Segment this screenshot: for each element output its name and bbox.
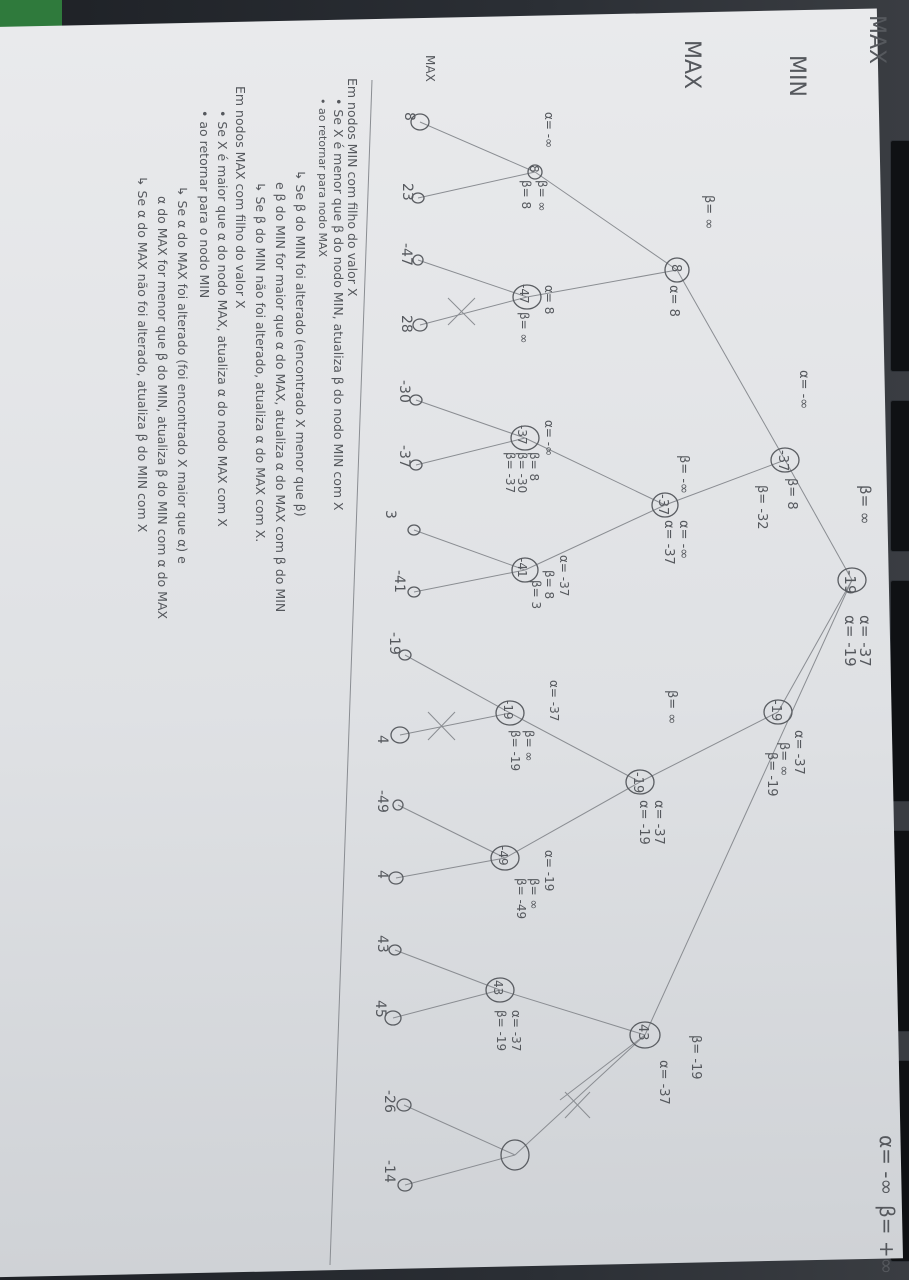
max-node-beta: β= ∞ [664, 690, 679, 724]
min2-node-value: -37 [515, 425, 529, 445]
leaf-value: 23 [399, 183, 415, 201]
min2-node-value: -41 [515, 558, 529, 578]
max-node-beta: β= ∞ [701, 195, 716, 229]
leaf-value: 4 [374, 870, 390, 879]
note-line: ↳ Se α do MAX foi alterado (foi encontra… [175, 186, 190, 564]
max-node-value: 8 [668, 264, 683, 272]
note-line: • Se X é maior que α do nodo MAX, atuali… [215, 110, 230, 527]
min-node-beta-updated: β= -19 [764, 752, 779, 797]
root-alpha: α= -37 [856, 615, 874, 667]
min2-node-beta-updated: β= -19 [508, 730, 522, 771]
note-line: Em nodos MIN com filho do valor X [345, 78, 360, 297]
level-label-max-top: MAX [864, 15, 889, 64]
leaf-value: -19 [386, 632, 402, 655]
min-node-beta: β= ∞ [776, 742, 791, 776]
min2-node-alpha: α= -37 [547, 680, 561, 721]
min2-node-beta: β= ∞ [517, 312, 531, 344]
leaf-value: 3 [382, 510, 398, 519]
min-node-beta: β= -19 [688, 1035, 703, 1080]
root-beta-initial: β= +∞ [875, 1205, 899, 1274]
leaf-value: 8 [401, 112, 417, 121]
level-label-max-leaves: MAX [423, 55, 437, 82]
level-label-max: MAX [679, 40, 704, 89]
level-label-min: MIN [784, 55, 809, 97]
note-line: e β do MIN for maior que α do MAX, atual… [273, 182, 288, 612]
min2-node-beta-updated: β= 8 [519, 180, 533, 209]
root-beta: β= ∞ [856, 485, 874, 524]
leaf-value: -37 [396, 445, 412, 468]
note-line: ↳ Se α do MAX não foi alterado, atualiza… [135, 176, 150, 533]
note-line: • Se X é menor que β do nodo MIN, atuali… [331, 98, 346, 511]
min-node-alpha: α= -37 [656, 1060, 671, 1105]
leaf-value: -49 [374, 790, 390, 813]
keyboard-key [890, 400, 909, 552]
leaf-value: 45 [372, 1000, 388, 1018]
min-node-value: -37 [775, 450, 790, 471]
min-node-beta-updated: β= -32 [754, 485, 769, 530]
max-node-alpha-updated: α= -19 [636, 800, 651, 845]
root-value: -19 [841, 570, 859, 595]
min2-node-alpha: α= -∞ [542, 112, 556, 148]
max-node-value: -19 [630, 772, 645, 793]
leaf-value: -30 [396, 380, 412, 403]
root-alpha-initial: α= -∞ [875, 1135, 899, 1195]
min2-node-beta: β= ∞ [527, 878, 541, 910]
note-line: • ao retornar para nodo MAX [316, 98, 329, 258]
min2-node-beta: β= ∞ [522, 730, 536, 762]
min2-node-beta: β= 8 [527, 452, 541, 481]
note-line: ↳ Se β do MIN foi alterado (encontrado X… [293, 170, 308, 517]
min2-node-value: -19 [501, 700, 515, 720]
min-node-alpha: α= -37 [791, 730, 806, 775]
leaf-value: -41 [391, 570, 407, 593]
max-node-alpha-updated: α= -37 [661, 520, 676, 565]
min2-node-value: -47 [517, 284, 531, 304]
min2-node-alpha: α= -19 [542, 850, 556, 891]
min2-node-beta-updated: β= -30 [515, 452, 529, 493]
max-node-beta: β= -∞ [676, 455, 691, 494]
min-node-value: 43 [635, 1024, 650, 1041]
note-line: • ao retornar para o nodo MIN [197, 110, 212, 298]
leaf-value: 4 [374, 735, 390, 744]
leaf-value: -14 [381, 1160, 397, 1183]
max-node-alpha: α= 8 [666, 285, 681, 317]
min2-node-alpha: α= -37 [557, 555, 571, 596]
max-node-alpha: α= -37 [651, 800, 666, 845]
keyboard-key [890, 140, 909, 372]
leaf-value: 28 [398, 315, 414, 333]
min-node-beta: β= 8 [784, 478, 799, 510]
min2-node-beta: β= -19 [494, 1010, 508, 1051]
min2-node-value: -49 [496, 846, 510, 866]
leaf-value: 43 [374, 935, 390, 953]
min2-node-beta: β= ∞ [535, 180, 549, 212]
min2-node-alpha: α= -37 [509, 1010, 523, 1051]
min-node-value: -19 [768, 700, 783, 721]
note-line: α do MAX for menor que β do MIN, atualiz… [155, 196, 170, 620]
leaf-value: -47 [398, 243, 414, 266]
min2-node-value: 43 [491, 980, 505, 995]
min-node-alpha: α= -∞ [796, 370, 811, 409]
min2-node-alpha: α= -∞ [542, 420, 556, 456]
min2-node-alpha: α= 8 [542, 285, 556, 314]
root-alpha-updated: α= -19 [841, 615, 859, 667]
max-node-value: -37 [655, 494, 670, 515]
note-line: Em nodos MAX com filho do valor X [233, 86, 248, 309]
min2-node-beta: β= 8 [542, 570, 556, 599]
min2-node-beta-updated: β= 3 [529, 580, 543, 609]
min2-node-value: 8 [527, 165, 541, 173]
min2-node-beta-final: β= -37 [503, 452, 517, 493]
leaf-value: -26 [381, 1090, 397, 1113]
note-line: ↳ Se β do MIN não foi alterado, atualiza… [253, 182, 268, 542]
max-node-alpha: α= -∞ [676, 520, 691, 559]
min2-node-beta-updated: β= -49 [514, 878, 528, 919]
